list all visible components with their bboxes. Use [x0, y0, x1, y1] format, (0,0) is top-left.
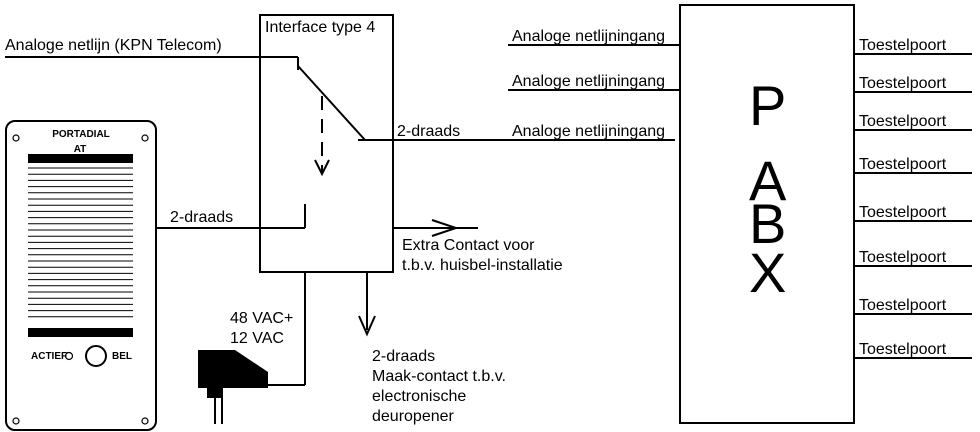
- door-contact-line1: 2-draads: [372, 348, 435, 365]
- extra-contact-arrow: [431, 219, 460, 237]
- door-contact-line3: electronische: [372, 388, 466, 405]
- pabx-letter-p: P: [749, 74, 786, 137]
- door-contact-line4: deuropener: [372, 408, 455, 425]
- speaker-grille: [28, 167, 133, 318]
- port-label: Toestelpoort: [859, 75, 947, 92]
- interface-title: Interface type 4: [265, 19, 375, 36]
- door-panel-frame: [5, 120, 157, 431]
- port-label: Toestelpoort: [859, 341, 947, 358]
- pabx-input-label-3: Analoge netlijningang: [512, 123, 665, 140]
- screw-icon: [12, 417, 20, 425]
- door-panel-bell-label: BEL: [112, 351, 132, 362]
- led-icon: [64, 351, 74, 361]
- speaker-bottom-bar: [28, 328, 133, 337]
- bell-button[interactable]: [85, 345, 107, 367]
- power-label-line2: 12 VAC: [230, 330, 284, 347]
- pabx-input-label-2: Analoge netlijningang: [512, 73, 665, 90]
- port-label: Toestelpoort: [859, 204, 947, 221]
- speaker-top-bar: [28, 154, 133, 163]
- power-adapter-icon: [198, 350, 268, 424]
- screw-icon: [141, 134, 149, 142]
- port-label: Toestelpoort: [859, 249, 947, 266]
- pabx-letter-a: A: [749, 149, 787, 212]
- incoming-line-label: Analoge netlijn (KPN Telecom): [5, 37, 222, 54]
- extra-contact-line2: t.b.v. huisbel-installatie: [402, 257, 563, 274]
- door-contact-arrow: [358, 315, 376, 337]
- panel-link-label: 2-draads: [170, 209, 233, 226]
- door-contact-line2: Maak-contact t.b.v.: [372, 368, 506, 385]
- pabx-letter-b: B: [749, 192, 786, 255]
- pabx-ports: Toestelpoort Toestelpoort Toestelpoort T…: [854, 37, 972, 359]
- door-panel: PORTADIAL AT ACTIEF BEL: [5, 120, 157, 431]
- screw-icon: [141, 417, 149, 425]
- pabx-letter-x: X: [749, 241, 786, 304]
- extra-contact-line1: Extra Contact voor: [402, 237, 535, 254]
- switch-blade: [297, 65, 366, 141]
- door-panel-led-label: ACTIEF: [31, 351, 67, 362]
- port-label: Toestelpoort: [859, 156, 947, 173]
- port-label: Toestelpoort: [859, 37, 947, 54]
- link-2wire-label: 2-draads: [397, 123, 460, 140]
- door-panel-logo: AT: [74, 144, 87, 155]
- actuator-arrow: [314, 159, 330, 177]
- power-label-line1: 48 VAC+: [230, 310, 293, 327]
- pabx-box: [679, 4, 855, 424]
- port-label: Toestelpoort: [859, 113, 947, 130]
- interface-box: [259, 14, 394, 273]
- door-panel-brand: PORTADIAL: [52, 129, 110, 140]
- port-label: Toestelpoort: [859, 297, 947, 314]
- pabx-input-label-1: Analoge netlijningang: [512, 28, 665, 45]
- screw-icon: [12, 134, 20, 142]
